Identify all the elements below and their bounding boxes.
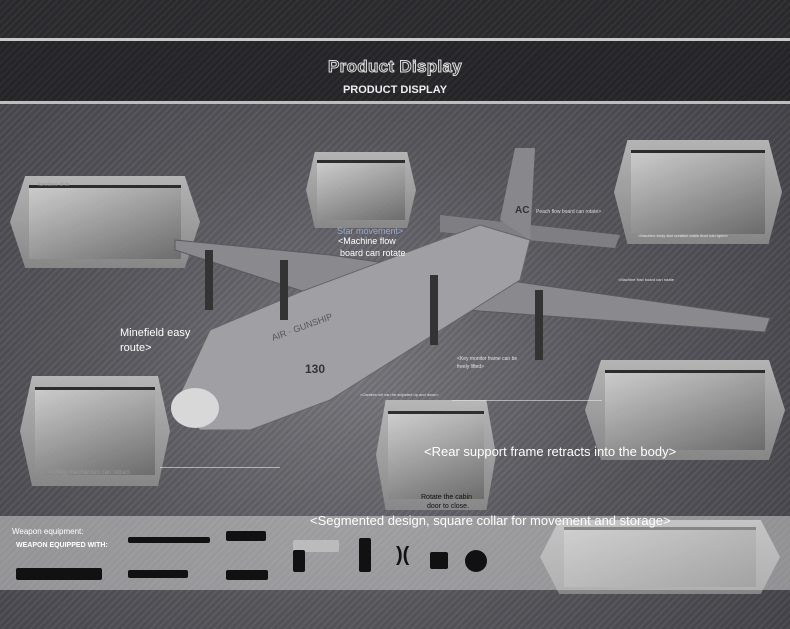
callout-rear-support: <Rear support frame retracts into the bo… bbox=[424, 444, 677, 459]
propeller bbox=[430, 275, 438, 345]
header-banner: Product Display PRODUCT DISPLAY bbox=[0, 38, 790, 104]
scope-icon bbox=[226, 531, 266, 541]
grenade-clip-icon bbox=[430, 552, 448, 569]
detail-panel-rear bbox=[585, 360, 785, 460]
propeller bbox=[280, 260, 288, 320]
callout-star-movement: Star movement> bbox=[337, 226, 404, 236]
fuselage bbox=[174, 224, 531, 431]
callout-peach-flow: Peach flow board can rotate> bbox=[536, 209, 602, 215]
weapon-label-caps: WEAPON EQUIPPED WITH: bbox=[16, 542, 108, 549]
page-subtitle: PRODUCT DISPLAY bbox=[342, 84, 448, 96]
callout-lifting: <Lifting mechanism can retract bbox=[48, 470, 130, 476]
callout-cabin-door: <Machine body star creation cabin door c… bbox=[638, 233, 729, 238]
pistol-icon bbox=[293, 540, 339, 552]
callout-machine-flow-2: board can rotate bbox=[340, 248, 406, 258]
tail-code: AC bbox=[515, 205, 530, 216]
callout-rotate-door: Rotate the cabin bbox=[421, 494, 472, 501]
clip-icon: )( bbox=[396, 544, 410, 566]
callout-functions: functions of th bbox=[38, 182, 70, 188]
tail-fin bbox=[500, 148, 535, 240]
nose-cone bbox=[171, 388, 219, 428]
callout-segmented: <Segmented design, square collar for mov… bbox=[310, 513, 671, 528]
baton-icon bbox=[128, 537, 210, 543]
radio-icon bbox=[359, 538, 371, 572]
pistol-grip-icon bbox=[293, 550, 305, 572]
callout-key-monitor: <Key monitor frame can be bbox=[457, 356, 518, 362]
callout-machine-flow: <Machine flow bbox=[338, 236, 396, 246]
callout-minefield-2: route> bbox=[120, 342, 152, 354]
detail-panel-landing-gear bbox=[20, 376, 170, 486]
propeller bbox=[535, 290, 543, 360]
flashlight-icon bbox=[226, 570, 268, 580]
page-title: Product Display bbox=[328, 57, 463, 77]
aircraft-number: 130 bbox=[305, 362, 326, 376]
machete-icon bbox=[16, 568, 102, 580]
detail-panel-wing-engines bbox=[10, 176, 200, 268]
top-band bbox=[0, 0, 790, 40]
callout-rotate-door-2: door to close. bbox=[427, 503, 470, 510]
detail-panel-rear-support bbox=[376, 400, 496, 510]
callout-machine-flow-right: <Machine flow board can rotate bbox=[618, 277, 674, 282]
knife-icon bbox=[128, 570, 188, 578]
leader-line bbox=[452, 400, 602, 401]
callout-key-monitor-2: freely lifted> bbox=[457, 364, 485, 370]
callout-minefield: Minefield easy bbox=[120, 327, 191, 339]
detail-panel-cabin-door bbox=[614, 140, 782, 244]
propeller bbox=[205, 250, 213, 310]
weapon-label: Weapon equipment: bbox=[12, 527, 84, 536]
callout-camera-roll: <Camera roll can be adjusted up and down… bbox=[360, 392, 439, 397]
leader-line bbox=[160, 467, 280, 468]
detail-panel-tail bbox=[306, 152, 416, 228]
grenade-icon bbox=[465, 550, 487, 572]
